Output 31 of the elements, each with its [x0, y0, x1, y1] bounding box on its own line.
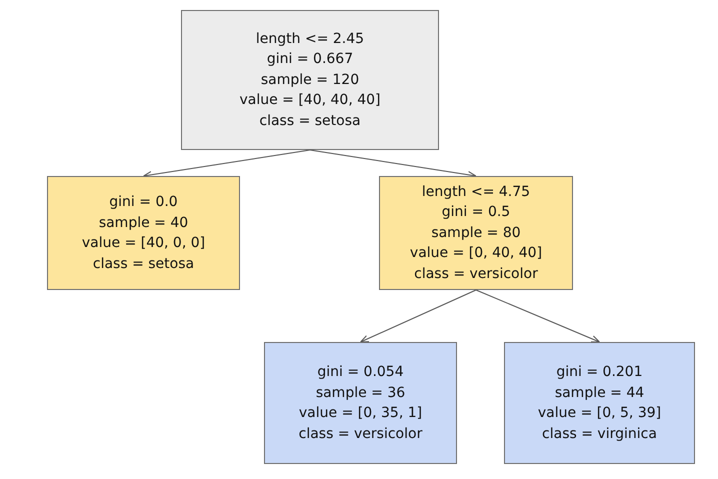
node-text: length <= 4.75 [422, 182, 530, 202]
node-text: value = [40, 0, 0] [82, 234, 206, 253]
arrow [360, 290, 476, 343]
node-text: sample = 36 [316, 384, 406, 402]
node-text: gini = 0.667 [266, 50, 354, 70]
node-text: sample = 40 [98, 214, 188, 232]
node-text: gini = 0.5 [442, 203, 510, 222]
node-text: value = [0, 35, 1] [298, 404, 422, 423]
node-text: class = setosa [92, 254, 194, 274]
node-text: sample = 120 [260, 70, 360, 90]
node-text: sample = 80 [431, 224, 521, 243]
node-text: gini = 0.054 [317, 363, 404, 382]
tree-node-box [264, 342, 457, 464]
tree-node-box [379, 176, 573, 290]
arrow [142, 150, 310, 178]
node-text: value = [0, 40, 40] [410, 244, 542, 264]
arrow [476, 290, 600, 343]
node-text: gini = 0.0 [109, 193, 178, 212]
node-text: sample = 44 [554, 384, 644, 402]
node-text: class = setosa [259, 112, 361, 131]
arrow [310, 150, 477, 178]
node-text: length <= 2.45 [256, 30, 364, 49]
node-text: value = [40, 40, 40] [239, 91, 381, 110]
node-text: gini = 0.201 [556, 363, 643, 382]
node-text: value = [0, 5, 39] [538, 404, 662, 423]
node-text: class = virginica [542, 424, 657, 444]
tree-node-box [504, 342, 695, 464]
node-text: class = versicolor [298, 424, 422, 444]
node-text: class = versicolor [414, 264, 538, 284]
tree-node-box [47, 176, 240, 290]
tree-node-box [181, 10, 439, 150]
